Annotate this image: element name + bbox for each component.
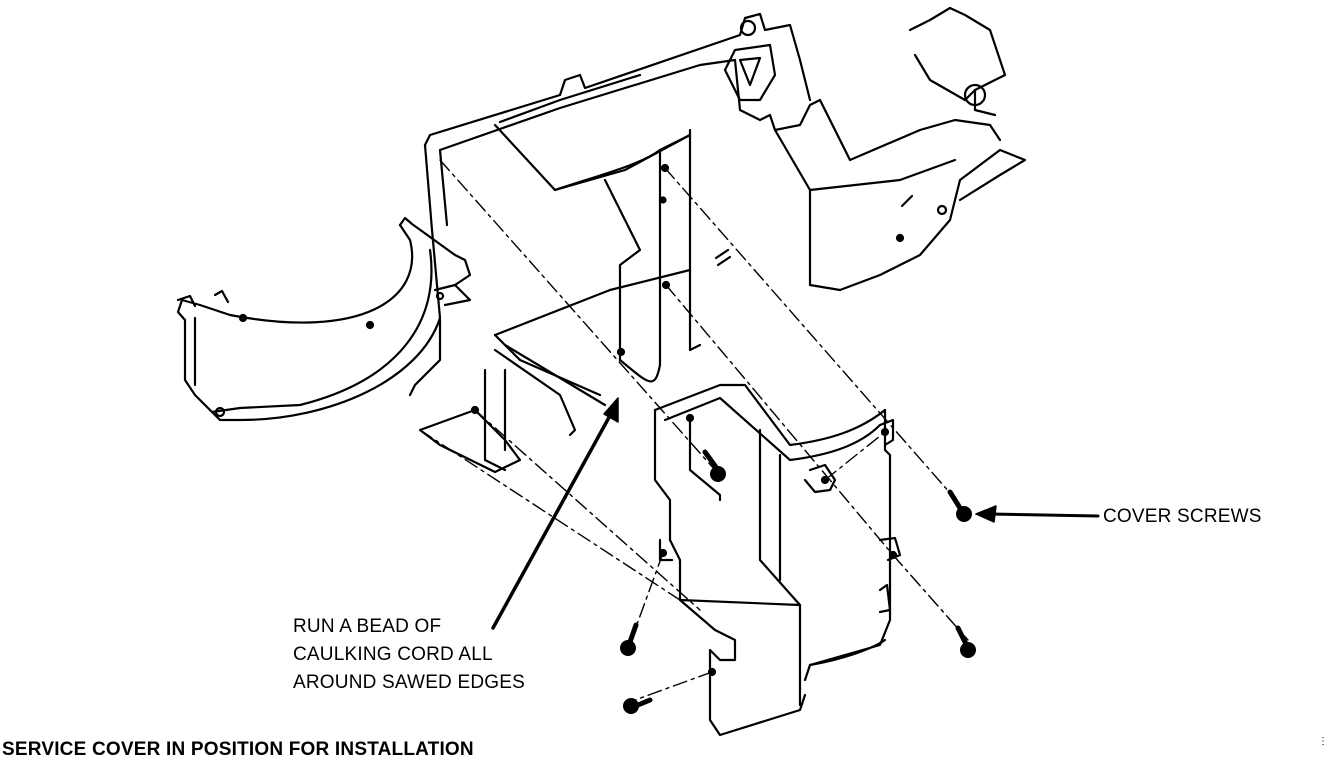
cover-bottom-front xyxy=(668,538,807,737)
housing-center-cap xyxy=(553,148,662,192)
screw-upper-left xyxy=(702,449,726,482)
caulk-arrowhead xyxy=(603,397,619,423)
cover-tab-mid xyxy=(803,463,837,494)
service-cover xyxy=(653,383,902,737)
slot-mark-3 xyxy=(900,194,914,208)
main-housing xyxy=(423,6,1027,397)
cover-screws-leader xyxy=(988,512,1100,518)
left-duct xyxy=(176,216,472,422)
hole-2 xyxy=(659,196,667,204)
outlet-floor-edge xyxy=(493,333,602,397)
duct-hole-2 xyxy=(365,320,375,330)
housing-right-flange-inner xyxy=(913,53,977,102)
cover-left-wall xyxy=(653,408,672,542)
duct-tab-lower xyxy=(433,283,472,307)
duct-hole-4 xyxy=(435,291,445,301)
duct-inner-curve xyxy=(210,248,433,414)
align-line-3 xyxy=(665,284,894,556)
align-line-8 xyxy=(634,671,713,701)
slot-mark-1 xyxy=(714,248,730,260)
duct-hole-1 xyxy=(238,313,248,323)
align-line-4 xyxy=(419,429,681,601)
housing-front-flange-inner xyxy=(498,73,642,124)
housing-top-rim xyxy=(423,12,812,147)
stand-channel-2 xyxy=(503,343,607,407)
duct-top-tab xyxy=(398,216,472,287)
cover-bottom-lip xyxy=(808,638,887,667)
cover-screws-label: COVER SCREWS xyxy=(1103,506,1262,527)
cover-bottom-inner xyxy=(678,598,802,707)
align-line-9 xyxy=(824,431,886,481)
housing-right-upper xyxy=(733,58,1002,162)
align-line-7 xyxy=(892,554,969,641)
outlet-cap xyxy=(618,358,662,383)
cover-right-flange xyxy=(878,418,895,447)
cover-top-edge xyxy=(653,383,887,447)
stand-channel xyxy=(493,348,577,437)
screw-left-bottom xyxy=(620,622,639,656)
duct-bracket-2 xyxy=(213,289,230,304)
stand-post xyxy=(408,318,442,397)
slot-mark-2 xyxy=(716,255,732,267)
housing-right-flange xyxy=(908,6,1007,117)
cover-hole-6 xyxy=(685,413,695,423)
housing-right-face xyxy=(773,128,957,192)
cover-right-wall xyxy=(803,408,892,682)
duct-lower-edge xyxy=(210,316,442,422)
cover-screws-arrowhead xyxy=(975,505,997,523)
housing-pillar-right xyxy=(688,128,702,352)
caulking-instruction-line-3: AROUND SAWED EDGES xyxy=(293,672,525,693)
mount-block xyxy=(723,43,777,102)
hole-6 xyxy=(895,233,905,243)
floor-stand xyxy=(408,318,607,474)
duct-left-end xyxy=(183,318,214,414)
cover-top-inner xyxy=(663,396,882,462)
screw-right-bottom xyxy=(955,625,976,658)
cover-left-panel xyxy=(688,418,722,502)
duct-outer-curve xyxy=(176,223,414,324)
housing-right-lower xyxy=(808,148,1027,292)
housing-left-wall xyxy=(423,143,442,320)
duct-bracket xyxy=(176,294,197,308)
caulking-instruction-line-1: RUN A BEAD OF xyxy=(293,616,442,637)
align-line-5 xyxy=(474,409,701,611)
align-line-1 xyxy=(439,159,716,471)
alignment-lines xyxy=(419,159,969,701)
cover-screws xyxy=(620,449,976,714)
housing-pillar-face xyxy=(658,133,692,152)
hole-5 xyxy=(936,204,948,216)
caulking-instruction-line-2: CAULKING CORD ALL xyxy=(293,644,493,665)
housing-inner-wall xyxy=(603,178,642,362)
screw-right-top xyxy=(947,489,972,522)
mount-block-tri xyxy=(738,56,762,87)
duct-hole-3 xyxy=(214,406,226,418)
hole-4 xyxy=(616,347,626,357)
outlet-floor xyxy=(493,268,692,337)
housing-left-wall-inner xyxy=(438,148,449,227)
cover-center-rib xyxy=(758,428,802,607)
caulk-leader xyxy=(491,410,614,630)
scan-edge-marks: ⋮ xyxy=(1318,736,1328,747)
cover-notch xyxy=(878,583,892,614)
screw-front-bottom xyxy=(623,697,653,714)
leader-arrows xyxy=(491,397,1100,630)
align-line-2 xyxy=(664,167,966,511)
figure-caption: SERVICE COVER IN POSITION FOR INSTALLATI… xyxy=(2,739,474,760)
housing-right-boss xyxy=(963,83,987,107)
housing-top-boss xyxy=(739,19,757,37)
caulking-instruction-label: RUN A BEAD OF CAULKING CORD ALL AROUND S… xyxy=(293,613,525,697)
stand-post-2 xyxy=(483,368,507,472)
